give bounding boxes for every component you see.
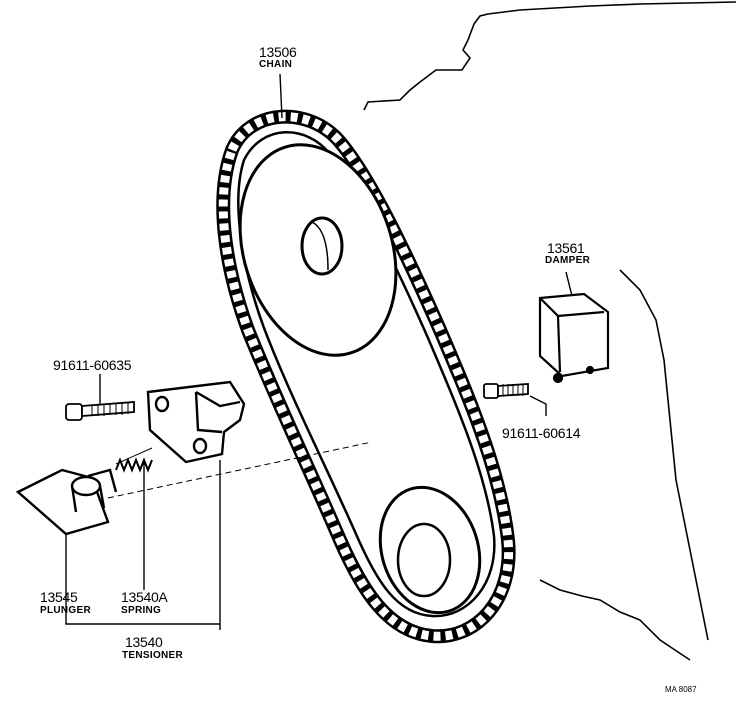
damper-bolt-number: 91611-60614 [502, 425, 581, 441]
chain-damper [538, 292, 610, 384]
engine-block-outline [363, 1, 736, 661]
leader-lines [65, 73, 573, 630]
chain-part-name: CHAIN [259, 59, 293, 70]
spring-part-number: 13540A [121, 589, 168, 605]
plunger-part-name: PLUNGER [40, 605, 91, 616]
tensioner-spring [115, 447, 153, 473]
camshaft-sprocket [238, 143, 398, 357]
plunger-part-number: 13545 [40, 589, 78, 605]
tensioner-part-number: 13540 [125, 634, 163, 650]
chain-part-number: 13506 [259, 44, 297, 60]
damper-part-number: 13561 [547, 240, 585, 256]
figure-reference: MA 8087 [665, 685, 697, 694]
crankshaft-sprocket [378, 485, 482, 615]
damper-part-name: DAMPER [545, 255, 591, 266]
tensioner-part-name: TENSIONER [122, 650, 184, 661]
tensioner-plunger [15, 468, 118, 536]
tensioner-bolt [65, 401, 135, 421]
spring-part-name: SPRING [121, 605, 162, 616]
alignment-line [107, 441, 373, 499]
tensioner-body [146, 380, 246, 464]
tensioner-bolt-number: 91611-60635 [53, 357, 132, 373]
damper-bolt [483, 383, 529, 399]
